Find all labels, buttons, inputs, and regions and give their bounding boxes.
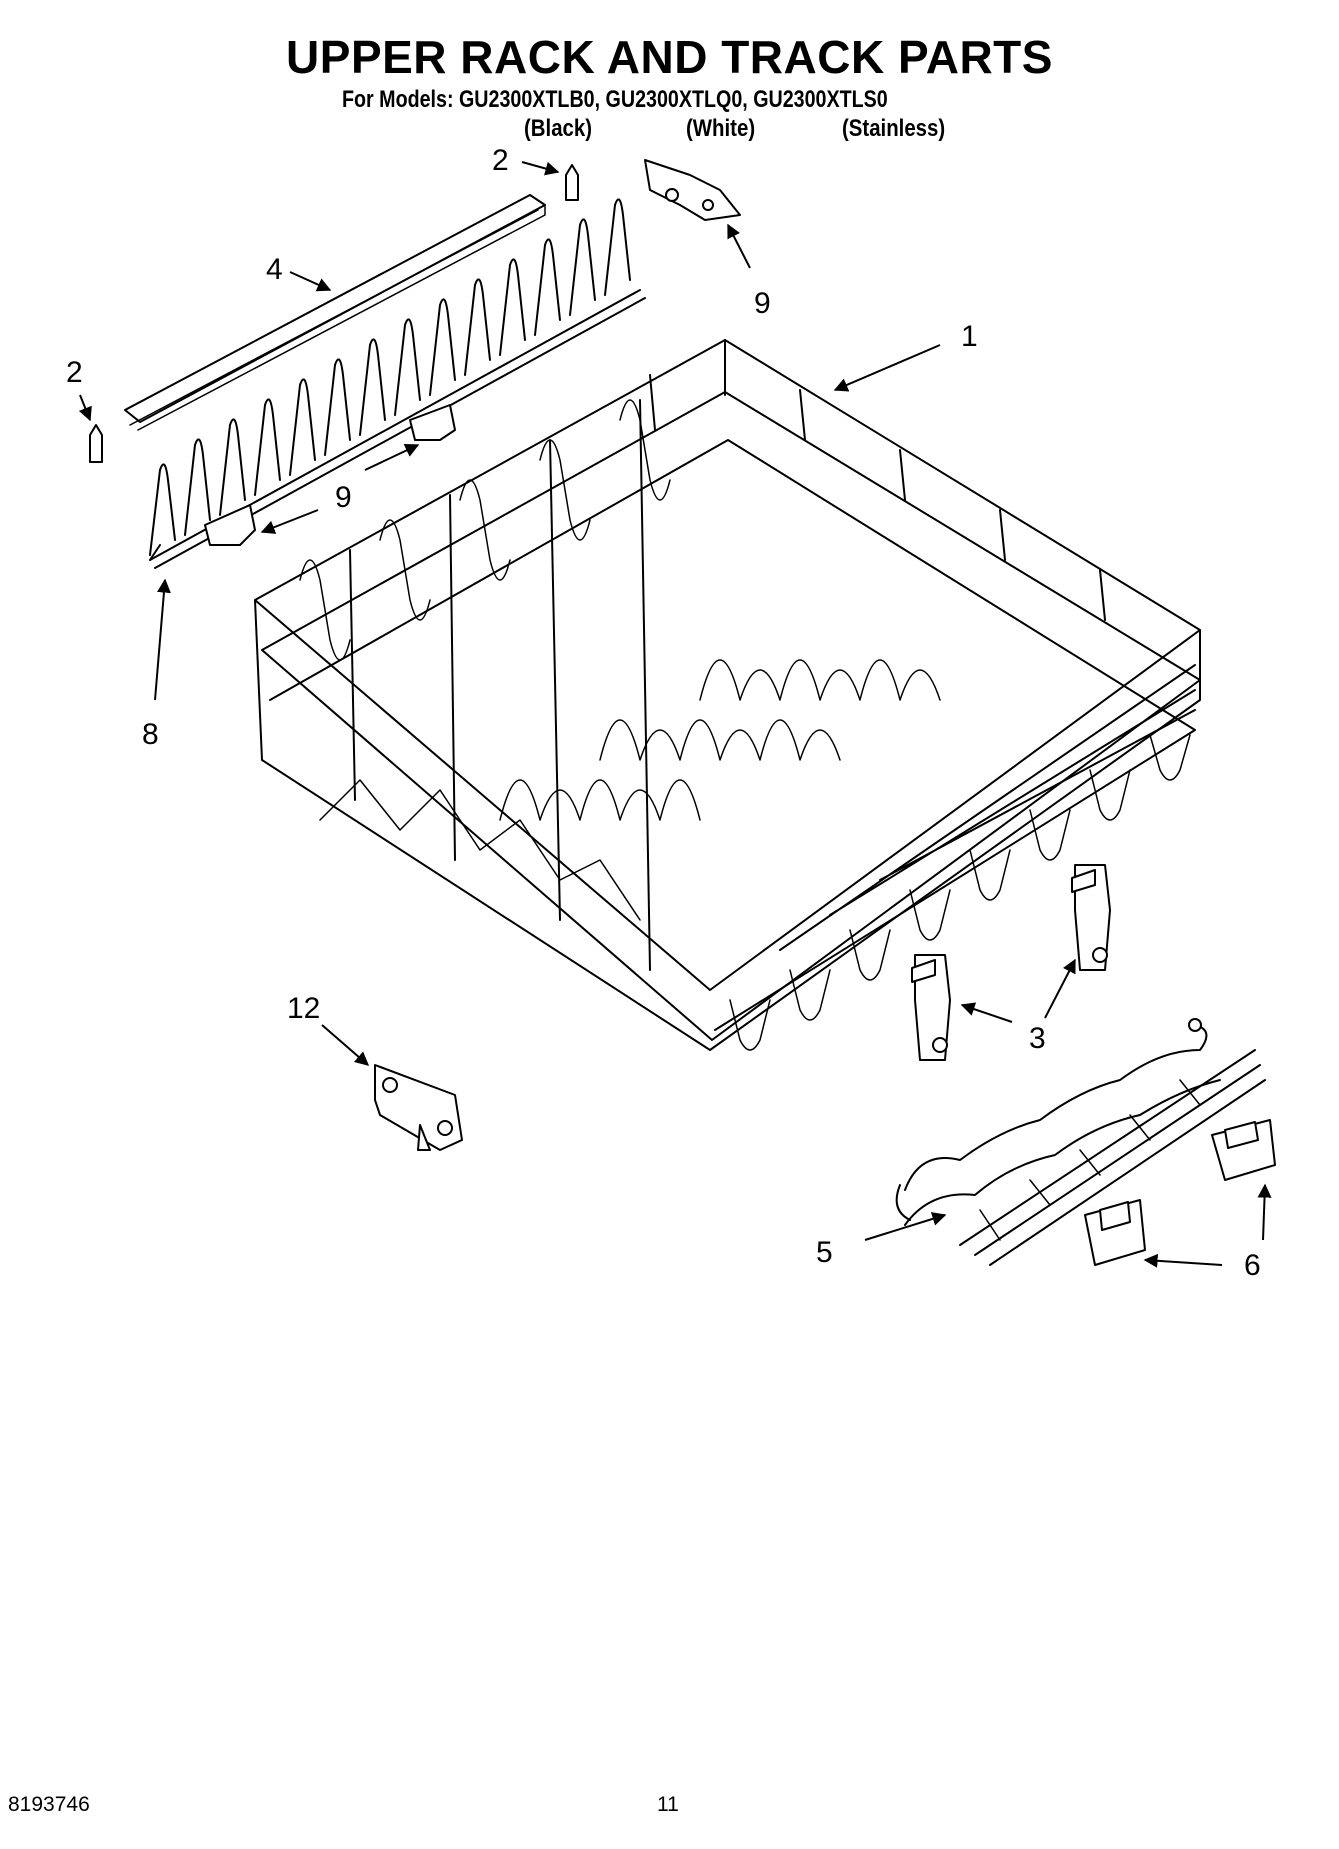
part-3-track-stop-b — [1071, 864, 1111, 971]
callout-8: 8 — [142, 718, 159, 751]
page-title: UPPER RACK AND TRACK PARTS — [286, 31, 1053, 83]
page-number: 11 — [657, 1793, 679, 1816]
callout-9-top: 9 — [754, 287, 771, 320]
callout-2-left: 2 — [66, 356, 83, 389]
part-9-hinge-top — [644, 159, 741, 221]
part-5-wire-rack — [895, 1018, 1266, 1266]
callout-12: 12 — [287, 992, 320, 1025]
part-4-tine-rail — [124, 194, 646, 569]
variant-stainless: (Stainless) — [842, 115, 946, 142]
part-2-clip-top — [565, 164, 579, 201]
callout-6: 6 — [1244, 1249, 1261, 1282]
leader-lines — [78, 161, 1272, 1268]
callout-2-top: 2 — [492, 144, 509, 177]
variant-black: (Black) — [524, 115, 593, 142]
callout-9-left: 9 — [335, 481, 352, 514]
document-number: 8193746 — [8, 1793, 90, 1816]
callout-3: 3 — [1029, 1022, 1046, 1055]
part-8-tine-end — [149, 544, 161, 561]
part-12-bracket — [374, 1064, 463, 1151]
part-1-upper-rack — [254, 339, 1201, 1051]
models-line: For Models: GU2300XTLB0, GU2300XTLQ0, GU… — [342, 86, 888, 113]
callout-5: 5 — [816, 1236, 833, 1269]
variant-white: (White) — [686, 115, 756, 142]
part-3-track-stop-a — [911, 954, 951, 1061]
callout-4: 4 — [266, 253, 283, 286]
callout-1: 1 — [961, 320, 978, 353]
part-2-clip-left — [89, 424, 103, 463]
part-6-clip-a — [1211, 1119, 1276, 1181]
part-6-clip-b — [1084, 1199, 1146, 1266]
